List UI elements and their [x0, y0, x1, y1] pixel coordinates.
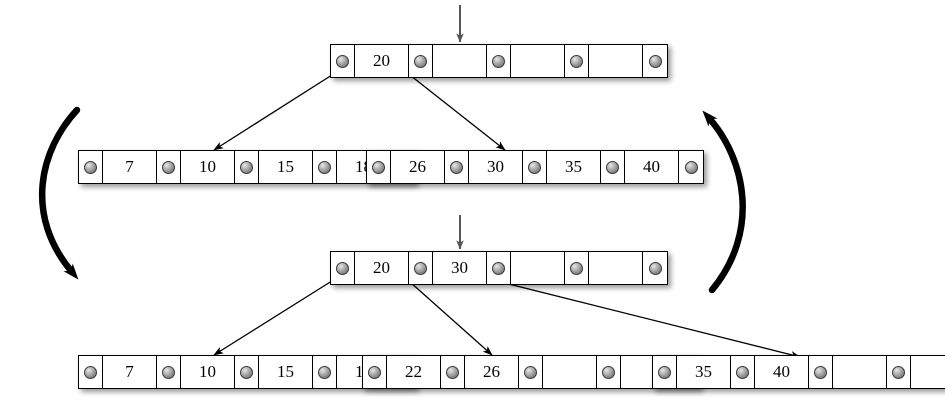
pointer-dot-icon [240, 365, 253, 379]
leaf-node-after-middle-pointer-3[interactable] [597, 356, 621, 388]
pointer-dot-icon [446, 365, 459, 379]
leaf-node-after-right-key-0[interactable]: 35 [677, 356, 731, 388]
leaf-node-after-middle-pointer-1[interactable] [441, 356, 465, 388]
connector-after-root-to-left-leaf [213, 273, 344, 356]
pointer-dot-icon [570, 54, 583, 68]
root-node-after-key-2[interactable] [511, 252, 565, 284]
leaf-node-before-right-key-2[interactable]: 35 [547, 151, 601, 183]
leaf-node-after-left-key-1[interactable]: 10 [181, 356, 235, 388]
pointer-dot-icon [524, 365, 537, 379]
root-node-before-pointer-1[interactable] [409, 45, 433, 77]
pointer-dot-icon [162, 160, 175, 174]
pointer-dot-icon [606, 160, 619, 174]
leaf-node-after-left-pointer-3[interactable] [313, 356, 337, 388]
leaf-node-after-right-key-3[interactable] [911, 356, 945, 388]
pointer-dot-icon [602, 365, 615, 379]
root-node-after-key-1[interactable]: 30 [433, 252, 487, 284]
leaf-node-after-middle[interactable]: 22 26 [362, 355, 700, 389]
leaf-node-after-left-pointer-1[interactable] [157, 356, 181, 388]
leaf-node-after-left-pointer-2[interactable] [235, 356, 259, 388]
connector-before-root-to-left-leaf [213, 67, 344, 151]
root-node-after-key-0[interactable]: 20 [355, 252, 409, 284]
pointer-dot-icon [318, 365, 331, 379]
leaf-node-before-right-pointer-1[interactable] [445, 151, 469, 183]
leaf-node-after-left-pointer-0[interactable] [79, 356, 103, 388]
root-node-after-pointer-0[interactable] [331, 252, 355, 284]
leaf-node-after-right-pointer-3[interactable] [887, 356, 911, 388]
pointer-dot-icon [658, 365, 671, 379]
leaf-node-after-right-key-2[interactable] [833, 356, 887, 388]
root-node-after-key-3[interactable] [589, 252, 643, 284]
leaf-node-after-right-key-1[interactable]: 40 [755, 356, 809, 388]
pointer-dot-icon [648, 261, 662, 275]
pointer-dot-icon [684, 160, 698, 174]
pointer-dot-icon [570, 261, 583, 275]
leaf-node-before-right-key-3[interactable]: 40 [625, 151, 679, 183]
pointer-dot-icon [372, 160, 385, 174]
root-node-after-pointer-4[interactable] [643, 252, 667, 284]
leaf-node-after-middle-pointer-2[interactable] [519, 356, 543, 388]
leaf-node-after-right-pointer-0[interactable] [653, 356, 677, 388]
pointer-dot-icon [336, 54, 349, 68]
root-node-before-pointer-2[interactable] [487, 45, 511, 77]
leaf-node-after-right-pointer-1[interactable] [731, 356, 755, 388]
connector-before-root-to-right-leaf [400, 67, 506, 151]
pointer-dot-icon [84, 365, 97, 379]
pointer-dot-icon [414, 261, 427, 275]
leaf-node-before-left-key-1[interactable]: 10 [181, 151, 235, 183]
pointer-dot-icon [84, 160, 97, 174]
pointer-dot-icon [414, 54, 427, 68]
pointer-dot-icon [336, 261, 349, 275]
leaf-node-before-left-pointer-1[interactable] [157, 151, 181, 183]
root-node-before-pointer-4[interactable] [643, 45, 667, 77]
leaf-node-before-right-pointer-2[interactable] [523, 151, 547, 183]
pointer-dot-icon [492, 54, 505, 68]
pointer-dot-icon [368, 365, 381, 379]
root-node-before-pointer-0[interactable] [331, 45, 355, 77]
leaf-node-after-middle-key-1[interactable]: 26 [465, 356, 519, 388]
connector-after-root-to-middle-leaf [400, 273, 493, 356]
leaf-node-after-middle-key-0[interactable]: 22 [387, 356, 441, 388]
leaf-node-before-right-pointer-4[interactable] [679, 151, 703, 183]
root-node-after-pointer-1[interactable] [409, 252, 433, 284]
pointer-dot-icon [240, 160, 253, 174]
leaf-node-before-right-key-1[interactable]: 30 [469, 151, 523, 183]
leaf-node-before-left-key-0[interactable]: 7 [103, 151, 157, 183]
leaf-node-after-middle-key-2[interactable] [543, 356, 597, 388]
root-node-before-key-0[interactable]: 20 [355, 45, 409, 77]
pointer-dot-icon [892, 365, 905, 379]
leaf-node-before-left-pointer-2[interactable] [235, 151, 259, 183]
leaf-node-before-right-pointer-0[interactable] [367, 151, 391, 183]
root-node-before-key-2[interactable] [511, 45, 565, 77]
transition-arrow-left [38, 106, 81, 280]
pointer-dot-icon [318, 160, 331, 174]
root-node-before-key-1[interactable] [433, 45, 487, 77]
pointer-dot-icon [528, 160, 541, 174]
pointer-dot-icon [648, 54, 662, 68]
root-node-before-key-3[interactable] [589, 45, 643, 77]
leaf-node-before-left-key-2[interactable]: 15 [259, 151, 313, 183]
pointer-dot-icon [162, 365, 175, 379]
pointer-dot-icon [736, 365, 749, 379]
root-node-after-pointer-3[interactable] [565, 252, 589, 284]
root-node-before[interactable]: 20 [330, 44, 668, 78]
leaf-node-before-right-key-0[interactable]: 26 [391, 151, 445, 183]
leaf-node-after-right-pointer-2[interactable] [809, 356, 833, 388]
root-node-after-pointer-2[interactable] [487, 252, 511, 284]
leaf-node-before-left-pointer-3[interactable] [313, 151, 337, 183]
leaf-node-after-right[interactable]: 35 40 [652, 355, 945, 389]
leaf-node-before-left-pointer-0[interactable] [79, 151, 103, 183]
leaf-node-before-right[interactable]: 26 30 35 40 [366, 150, 704, 184]
root-node-before-pointer-3[interactable] [565, 45, 589, 77]
pointer-dot-icon [814, 365, 827, 379]
leaf-node-after-middle-pointer-0[interactable] [363, 356, 387, 388]
leaf-node-after-left-key-0[interactable]: 7 [103, 356, 157, 388]
pointer-dot-icon [450, 160, 463, 174]
leaf-node-before-right-pointer-3[interactable] [601, 151, 625, 183]
transition-arrow-right [702, 110, 746, 294]
leaf-node-after-left-key-2[interactable]: 15 [259, 356, 313, 388]
pointer-dot-icon [492, 261, 505, 275]
